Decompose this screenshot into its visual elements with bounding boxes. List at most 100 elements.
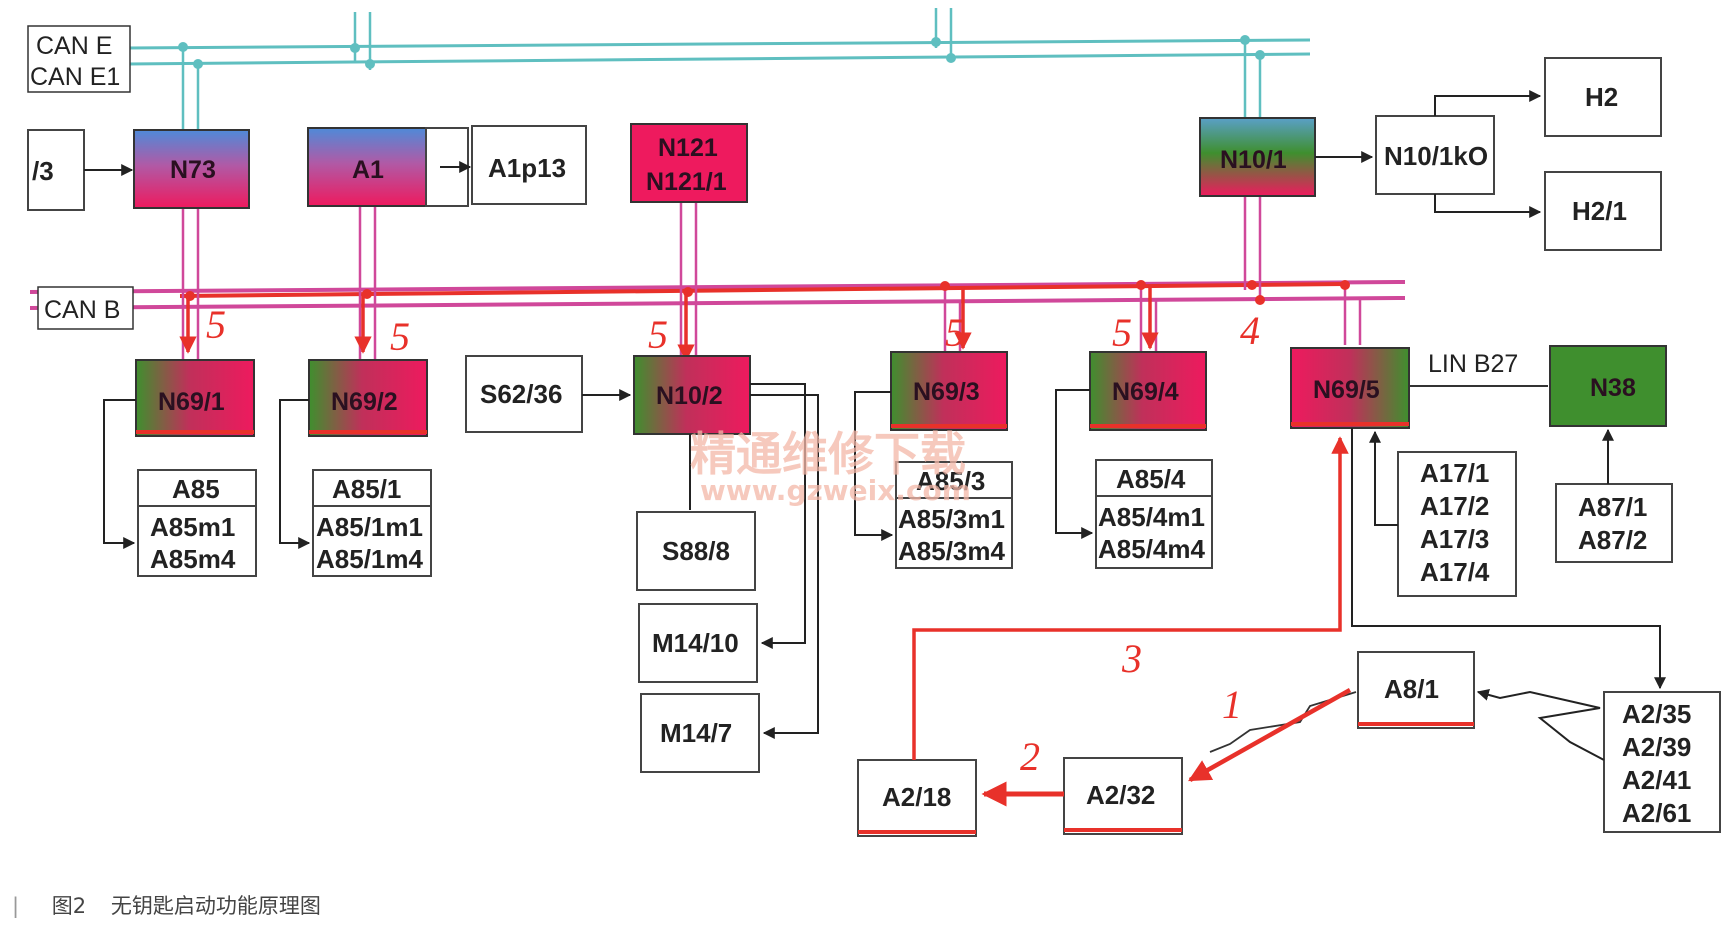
svg-text:A87/2: A87/2 bbox=[1578, 525, 1647, 555]
svg-text:A17/1: A17/1 bbox=[1420, 458, 1489, 488]
module-a2-32: A2/32 bbox=[1063, 757, 1183, 835]
step-5-label-b: 5 bbox=[390, 314, 410, 359]
module-s62-36: S62/36 bbox=[465, 355, 583, 433]
svg-text:A2/61: A2/61 bbox=[1622, 798, 1691, 828]
svg-text:A1p13: A1p13 bbox=[488, 153, 566, 183]
svg-text:A2/39: A2/39 bbox=[1622, 732, 1691, 762]
svg-text:A85/4m4: A85/4m4 bbox=[1098, 534, 1205, 564]
svg-text:/3: /3 bbox=[32, 156, 54, 186]
module-n69-5: N69/5 bbox=[1290, 347, 1410, 429]
module-a1p13: A1p13 bbox=[471, 125, 587, 205]
group-a85-4: A85/4 A85/4m1 A85/4m4 bbox=[1095, 459, 1213, 569]
module-a8-1: A8/1 bbox=[1357, 651, 1475, 729]
step-5-label-d: 5 bbox=[945, 310, 965, 355]
svg-text:A2/41: A2/41 bbox=[1622, 765, 1691, 795]
can-b-nodes bbox=[185, 280, 1350, 305]
module-n10-2: N10/2 bbox=[633, 355, 751, 435]
svg-text:A85/4: A85/4 bbox=[1116, 464, 1186, 494]
svg-text:N38: N38 bbox=[1590, 374, 1636, 402]
svg-text:N121/1: N121/1 bbox=[646, 168, 727, 196]
svg-text:A87/1: A87/1 bbox=[1578, 492, 1647, 522]
svg-text:A2/32: A2/32 bbox=[1086, 780, 1155, 810]
svg-text:N69/3: N69/3 bbox=[913, 378, 980, 406]
svg-text:N121: N121 bbox=[658, 134, 718, 162]
module-n10-1ko: N10/1kO bbox=[1375, 115, 1495, 195]
module-n69-1: N69/1 bbox=[135, 359, 255, 437]
module-m14-7: M14/7 bbox=[640, 693, 760, 773]
module-s88-8: S88/8 bbox=[636, 511, 756, 591]
step-5-label-e: 5 bbox=[1112, 310, 1132, 355]
svg-text:N69/1: N69/1 bbox=[158, 388, 225, 416]
can-b-drops bbox=[181, 195, 1362, 360]
watermark-cn: 精通维修下载 bbox=[690, 427, 966, 481]
module-n38: N38 bbox=[1549, 345, 1667, 427]
input-left-box: /3 bbox=[27, 129, 85, 211]
can-b-label: CAN B bbox=[37, 286, 134, 330]
svg-text:H2: H2 bbox=[1585, 82, 1618, 112]
module-a2-18: A2/18 bbox=[857, 759, 977, 837]
lin-b27-label: LIN B27 bbox=[1428, 350, 1518, 378]
can-b-text: CAN B bbox=[44, 296, 120, 324]
svg-text:N69/4: N69/4 bbox=[1112, 378, 1179, 406]
svg-text:A1: A1 bbox=[352, 156, 384, 184]
svg-text:N69/5: N69/5 bbox=[1313, 376, 1380, 404]
caption-title: 无钥匙启动功能原理图 bbox=[110, 894, 321, 918]
svg-text:A85/1: A85/1 bbox=[332, 474, 401, 504]
caption-marker: | bbox=[12, 894, 20, 918]
svg-text:N10/1: N10/1 bbox=[1220, 146, 1287, 174]
module-n73: N73 bbox=[133, 129, 250, 209]
svg-text:A85m1: A85m1 bbox=[150, 512, 235, 542]
svg-text:N10/2: N10/2 bbox=[656, 382, 723, 410]
svg-text:N73: N73 bbox=[170, 156, 216, 184]
module-h2: H2 bbox=[1544, 57, 1662, 137]
svg-text:A85: A85 bbox=[172, 474, 220, 504]
svg-text:M14/10: M14/10 bbox=[652, 628, 739, 658]
can-b-bus bbox=[29, 280, 1406, 310]
svg-text:N69/2: N69/2 bbox=[331, 388, 398, 416]
step-5-label-a: 5 bbox=[206, 302, 226, 347]
svg-text:A2/35: A2/35 bbox=[1622, 699, 1691, 729]
step-3-label: 3 bbox=[1121, 636, 1142, 681]
group-a87: A87/1 A87/2 bbox=[1555, 483, 1673, 563]
module-m14-10: M14/10 bbox=[638, 603, 758, 683]
svg-text:A85/3m4: A85/3m4 bbox=[898, 536, 1005, 566]
svg-text:A17/3: A17/3 bbox=[1420, 524, 1489, 554]
svg-text:M14/7: M14/7 bbox=[660, 718, 732, 748]
step-5-label-c: 5 bbox=[648, 312, 668, 357]
svg-text:A17/4: A17/4 bbox=[1420, 557, 1490, 587]
svg-text:S62/36: S62/36 bbox=[480, 379, 562, 409]
svg-text:A85/1m1: A85/1m1 bbox=[316, 512, 423, 542]
group-a85-3: A85/3 A85/3m1 A85/3m4 bbox=[895, 461, 1013, 569]
module-n69-4: N69/4 bbox=[1089, 351, 1207, 431]
step-4-label: 4 bbox=[1240, 308, 1260, 353]
group-a85: A85 A85m1 A85m4 bbox=[137, 469, 257, 577]
group-a2-antennas: A2/35 A2/39 A2/41 A2/61 bbox=[1603, 691, 1721, 833]
can-e-bus bbox=[119, 8, 1311, 130]
svg-text:S88/8: S88/8 bbox=[662, 536, 730, 566]
svg-text:H2/1: H2/1 bbox=[1572, 196, 1627, 226]
step-5-arrows bbox=[179, 285, 1159, 362]
step-2-label: 2 bbox=[1020, 734, 1040, 779]
can-e-text: CAN E bbox=[36, 32, 112, 60]
watermark-url: www.gzweix.com bbox=[700, 474, 971, 507]
svg-text:A85/1m4: A85/1m4 bbox=[316, 544, 423, 574]
svg-text:A85/3: A85/3 bbox=[916, 466, 985, 496]
figure-caption: | 图2 无钥匙启动功能原理图 bbox=[12, 890, 321, 920]
svg-text:A85m4: A85m4 bbox=[150, 544, 236, 574]
step-1-label: 1 bbox=[1222, 682, 1242, 727]
module-n69-2: N69/2 bbox=[308, 359, 428, 437]
svg-text:A85/4m1: A85/4m1 bbox=[1098, 502, 1205, 532]
module-h2-1: H2/1 bbox=[1544, 171, 1662, 251]
svg-text:A85/3m1: A85/3m1 bbox=[898, 504, 1005, 534]
caption-figure-number: 图2 bbox=[51, 894, 87, 918]
group-a85-1: A85/1 A85/1m1 A85/1m4 bbox=[312, 469, 432, 577]
module-n10-1: N10/1 bbox=[1199, 117, 1316, 197]
module-n69-3: N69/3 bbox=[890, 351, 1008, 431]
svg-text:A2/18: A2/18 bbox=[882, 782, 951, 812]
svg-text:N10/1kO: N10/1kO bbox=[1384, 141, 1488, 171]
group-a17: A17/1 A17/2 A17/3 A17/4 bbox=[1397, 451, 1517, 597]
svg-text:A8/1: A8/1 bbox=[1384, 674, 1439, 704]
can-e-label: CAN E CAN E1 bbox=[27, 25, 131, 93]
module-n121: N121 N121/1 bbox=[630, 123, 748, 203]
